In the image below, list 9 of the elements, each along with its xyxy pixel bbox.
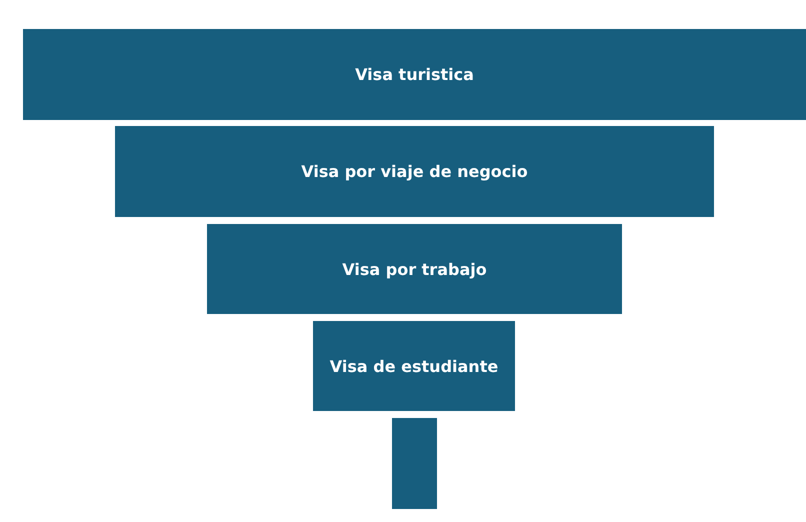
funnel-bar [392,418,437,509]
funnel-bar [115,126,714,217]
funnel-bar [23,29,806,120]
funnel-bar [207,224,622,314]
bar-label: Visa por trabajo [342,260,487,278]
bar-label: Visa turistica [355,65,474,84]
bar-label: Visa de estudiante [330,356,498,376]
funnel-bar [313,321,515,411]
bar-label: Visa por viaje de negocio [301,162,528,181]
